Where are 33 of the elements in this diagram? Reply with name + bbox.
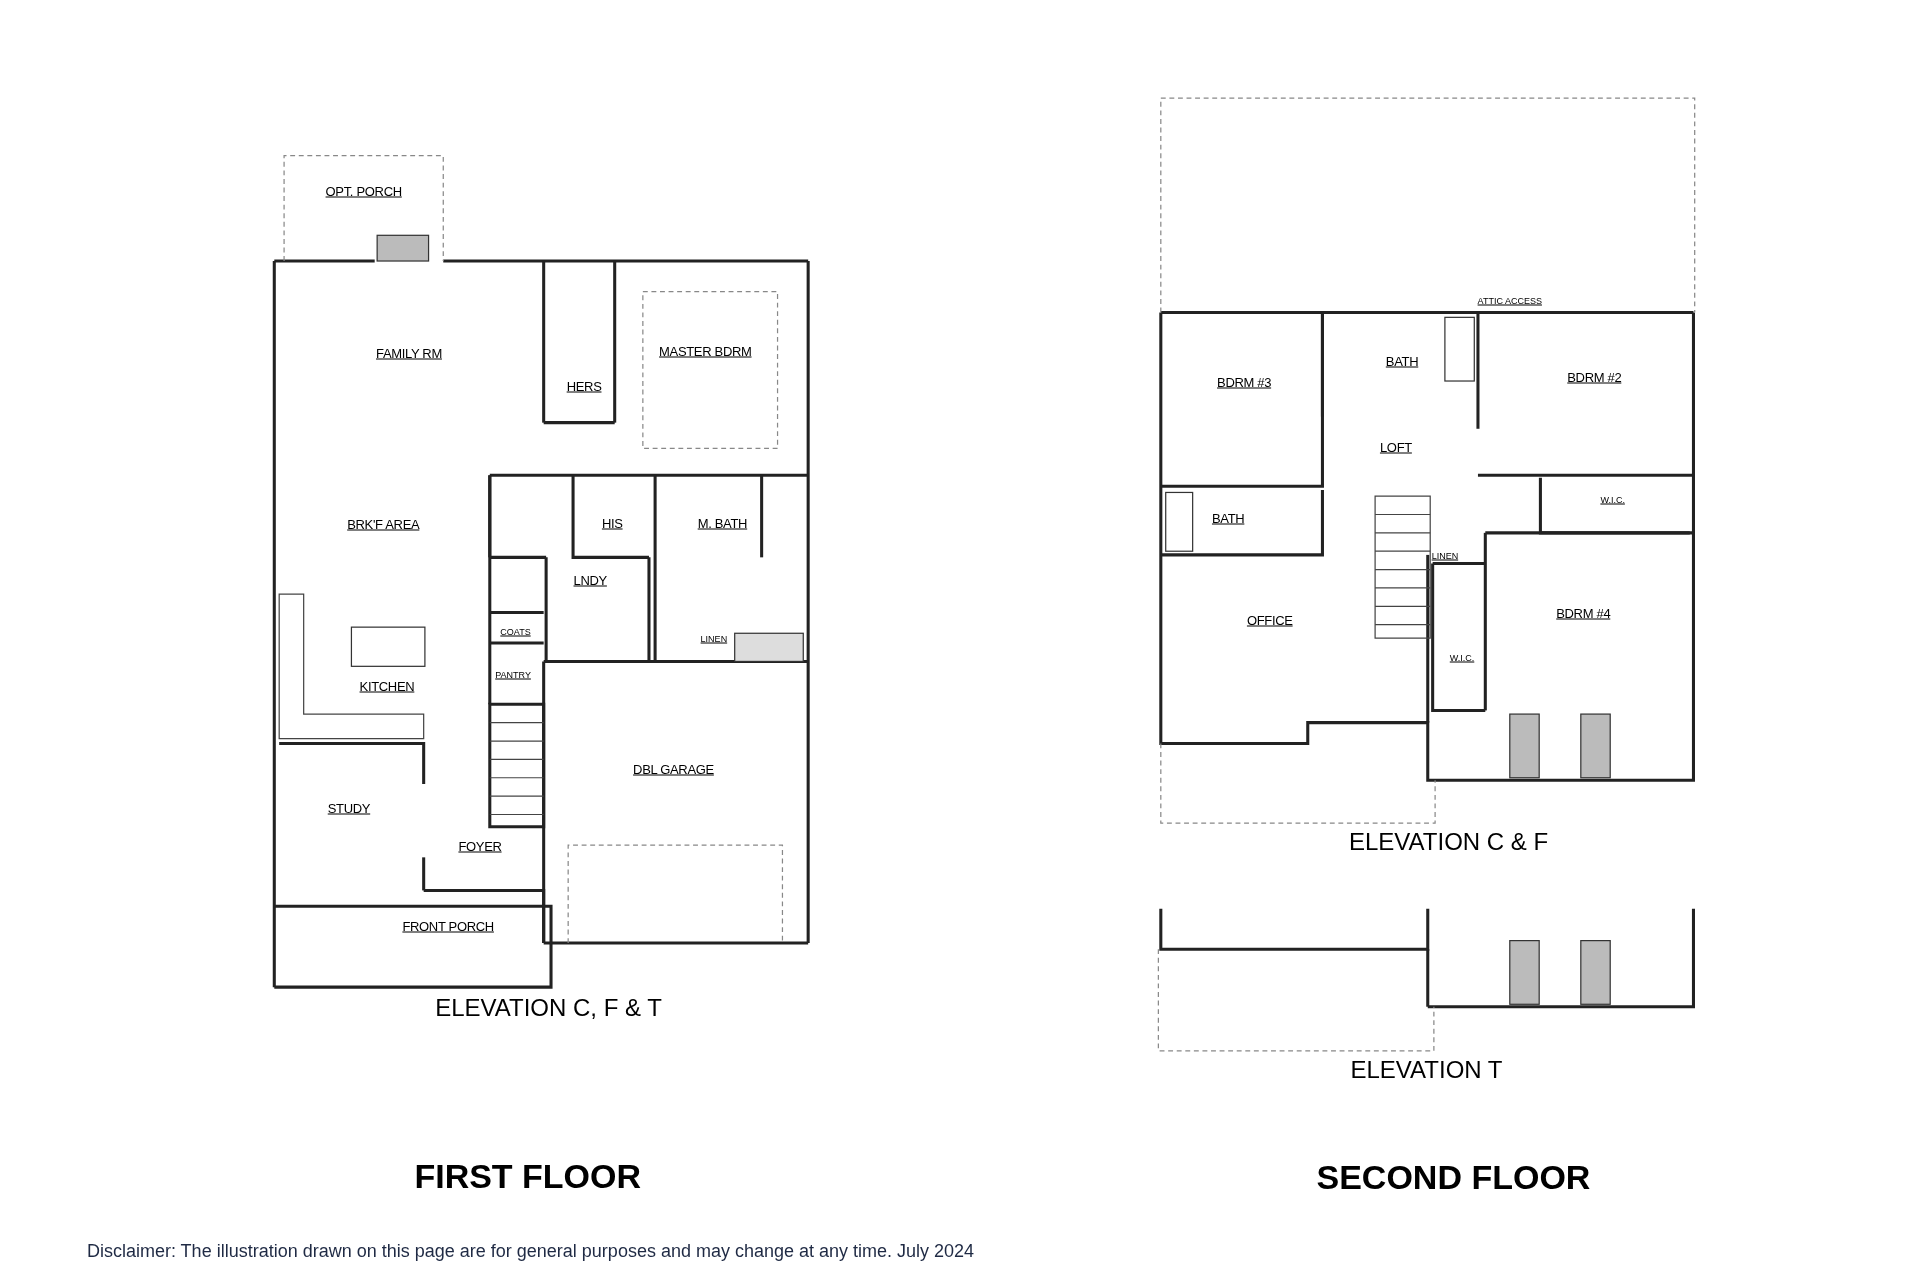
room-label: PANTRY (495, 670, 531, 680)
room-label: BDRM #4 (1556, 606, 1611, 620)
elevation-caption: ELEVATION T (1350, 1058, 1503, 1083)
room-label: HERS (566, 379, 602, 393)
room-label: FAMILY RM (376, 346, 442, 360)
room-label: FRONT PORCH (402, 919, 494, 933)
room-label: BRK'F AREA (347, 517, 420, 531)
room-label: KITCHEN (359, 679, 415, 693)
room-label: MASTER BDRM (659, 344, 752, 358)
elevation-caption: ELEVATION C & F (1349, 830, 1549, 855)
room-label: W.I.C. (1449, 653, 1475, 663)
room-label: BDRM #3 (1217, 375, 1272, 389)
room-label: HIS (601, 516, 623, 530)
room-label: DBL GARAGE (633, 762, 714, 776)
room-label: M. BATH (697, 516, 748, 530)
floor-title: FIRST FLOOR (414, 1158, 642, 1193)
room-label: BATH (1211, 511, 1245, 525)
room-label: LNDY (573, 573, 607, 587)
room-label: OPT. PORCH (325, 184, 402, 198)
room-label: OFFICE (1246, 613, 1293, 627)
room-label: LINEN (700, 634, 728, 644)
floor-title: SECOND FLOOR (1316, 1159, 1591, 1194)
room-label: FOYER (458, 839, 502, 853)
room-label: COATS (500, 627, 531, 637)
room-label: LOFT (1379, 440, 1412, 454)
room-label: STUDY (327, 801, 371, 815)
room-label: ATTIC ACCESS (1477, 296, 1542, 306)
room-label: W.I.C. (1600, 495, 1625, 505)
room-label: LINEN (1431, 551, 1459, 561)
disclaimer-text: Disclaimer: The illustration drawn on this page are for general purposes and may change at any time. July 2024 (86, 1242, 975, 1261)
elevation-caption: ELEVATION C, F & T (435, 995, 662, 1020)
room-label: BDRM #2 (1567, 370, 1622, 384)
room-label: BATH (1385, 354, 1419, 368)
